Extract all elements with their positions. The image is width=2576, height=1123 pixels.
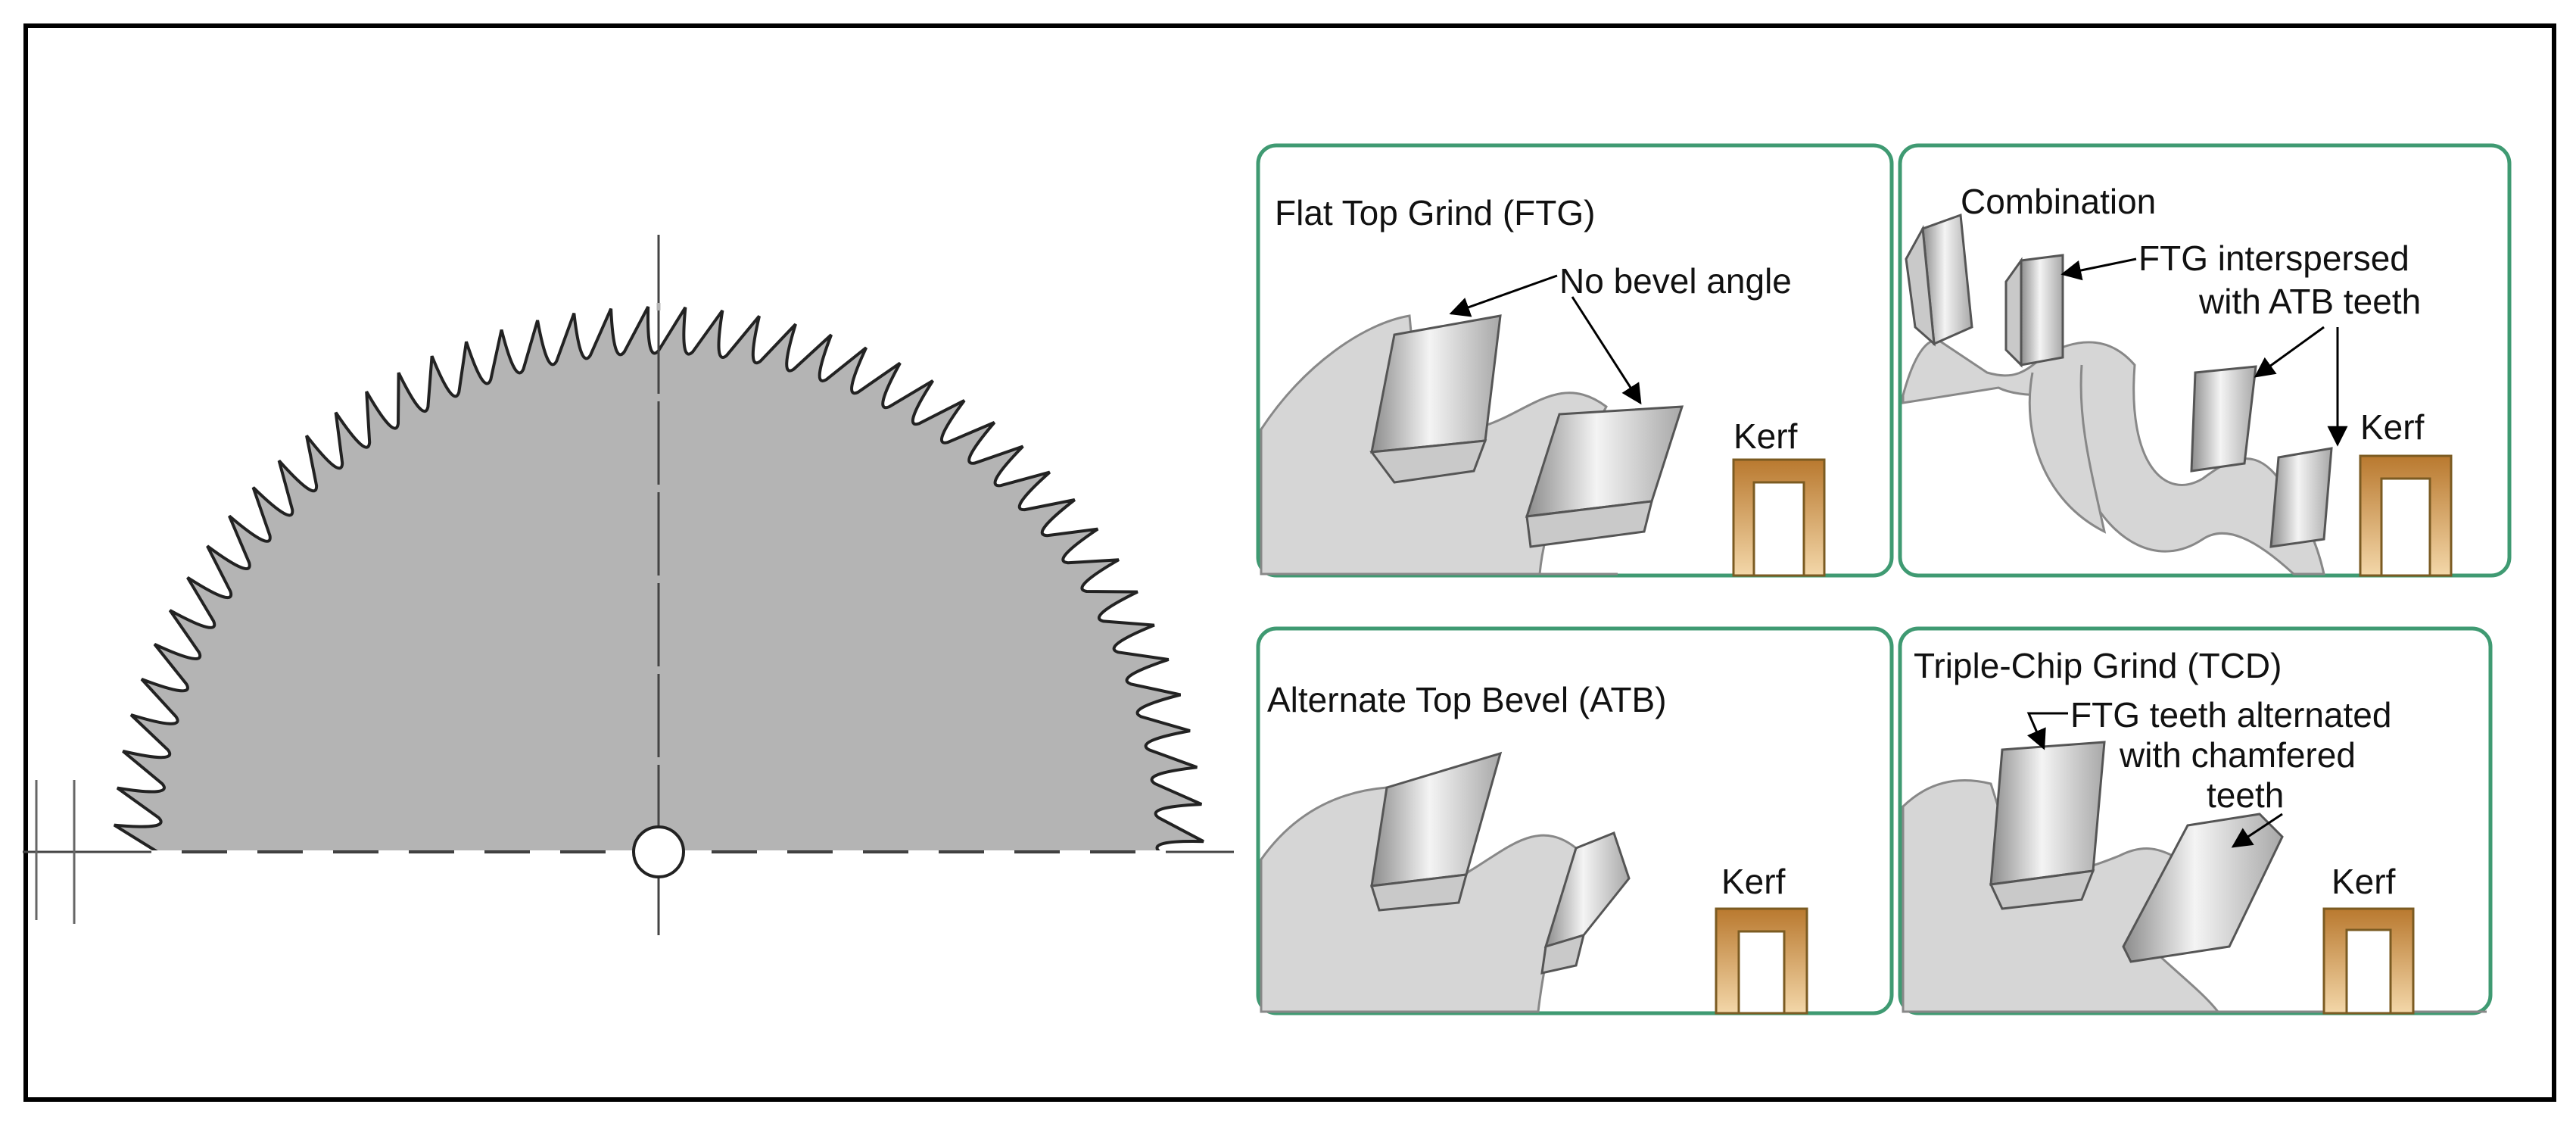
leader-arrow [1571, 296, 1642, 405]
combo-tooth-3 [2190, 365, 2257, 473]
tcd-tooth-1 [1989, 741, 2106, 910]
panel-title: Combination [1961, 182, 2156, 221]
panel-atb: Alternate Top Bevel (ATB) Kerf [1256, 626, 1894, 1015]
leader-arrow [2060, 257, 2137, 281]
panel-combination: Combination FTG interspersed with ATB te… [1898, 143, 2512, 578]
kerf-label: Kerf [2331, 862, 2396, 901]
ftg-tooth-2 [1525, 405, 1684, 548]
callout-line-2: with chamfered [2119, 735, 2356, 775]
panel-title: Alternate Top Bevel (ATB) [1267, 680, 1667, 719]
leader-arrow [2231, 813, 2283, 848]
leader-arrow [2254, 326, 2325, 378]
panel-ftg: Flat Top Grind (FTG) No bevel angle Kerf [1256, 143, 1894, 578]
combo-tooth-1 [1905, 213, 1973, 347]
kerf [1715, 907, 1808, 1015]
panel-tcd: Triple-Chip Grind (TCD) FTG teeth altern… [1898, 626, 2493, 1015]
tcd-tooth-2 [2122, 813, 2284, 963]
arbor-hole [632, 825, 685, 878]
combo-tooth-4 [2269, 447, 2333, 548]
kerf-label: Kerf [1733, 416, 1798, 456]
callout-line-2: with ATB teeth [2198, 282, 2421, 321]
callout-line-1: FTG teeth alternated [2070, 695, 2391, 735]
blade-ribbon [2028, 364, 2107, 534]
leader-arrow [1449, 274, 1558, 317]
panel-title: Triple-Chip Grind (TCD) [1914, 646, 2282, 685]
kerf [2359, 454, 2453, 577]
kerf-label: Kerf [2360, 407, 2425, 447]
leader-arrow [2026, 712, 2068, 750]
callout-line-3: teeth [2207, 775, 2284, 815]
kerf-label: Kerf [1721, 862, 1786, 901]
panel-title: Flat Top Grind (FTG) [1275, 193, 1595, 232]
ftg-tooth-1 [1369, 314, 1502, 484]
atb-tooth-2 [1540, 831, 1631, 975]
kerf [2322, 907, 2415, 1015]
atb-tooth-1 [1370, 751, 1503, 912]
saw-blade-half-view [23, 235, 1234, 935]
kerf [1732, 458, 1826, 577]
callout-no-bevel: No bevel angle [1559, 261, 1792, 301]
callout-line-1: FTG interspersed [2138, 239, 2409, 278]
combo-tooth-2 [2004, 254, 2064, 368]
